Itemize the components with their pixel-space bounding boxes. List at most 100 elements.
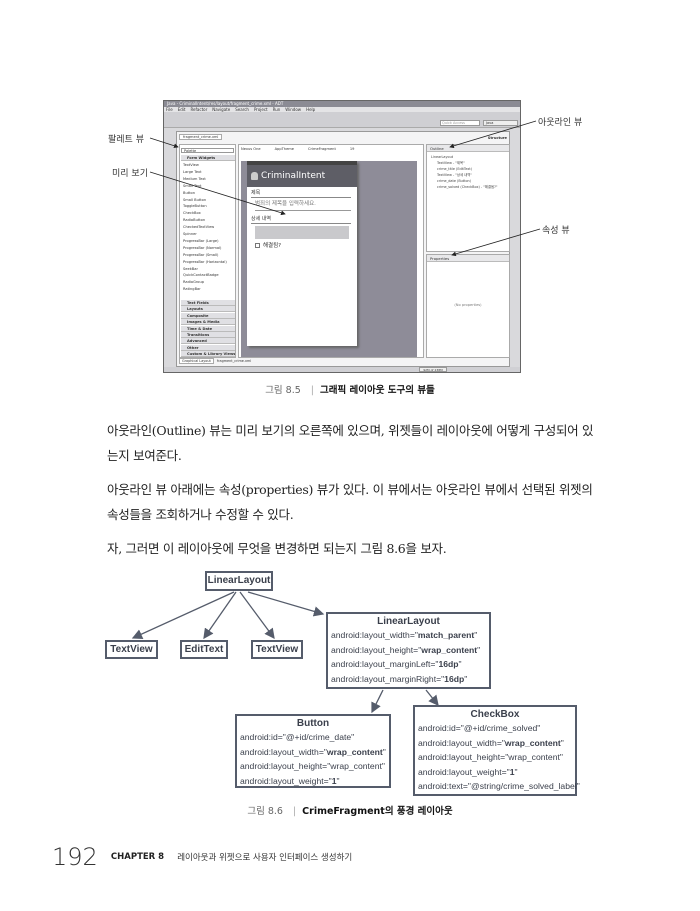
palette-category[interactable]: Images & Media (181, 319, 235, 326)
perspective-java-button[interactable]: Java (483, 120, 518, 126)
menu-window[interactable]: Window (285, 107, 302, 112)
canvas-toolbar-item[interactable]: AppTheme (274, 147, 294, 151)
date-button[interactable] (255, 226, 349, 239)
attribute-key: android:text=" (418, 781, 471, 791)
outline-item[interactable]: crime_solved (CheckBox) - "해결됨?" (437, 185, 498, 189)
palette-widget[interactable]: SeekBar (183, 266, 198, 271)
preview-canvas: Nexus One AppTheme CrimeFragment 19 Crimina… (238, 144, 424, 358)
callout-palette: 팔레트 뷰 (108, 135, 144, 145)
palette-widget[interactable]: Spinner (183, 232, 197, 236)
menu-navigate[interactable]: Navigate (212, 107, 231, 112)
attribute-key: android:layout_height=" (418, 752, 509, 762)
outline-item[interactable]: crime_date (Button) (437, 179, 472, 183)
palette-category[interactable]: Other (181, 344, 235, 351)
attribute-value: wrap_content (326, 746, 383, 757)
palette-category[interactable]: Custom & Library Views (181, 351, 235, 358)
menu-run[interactable]: Run (272, 107, 281, 112)
palette-category[interactable]: Layouts (181, 306, 235, 313)
attribute-key: android:layout_width=" (331, 630, 418, 640)
palette-category[interactable]: Advanced (181, 338, 235, 345)
palette-widget[interactable]: RadioGroup (183, 280, 205, 285)
menu-file[interactable]: File (166, 107, 173, 112)
palette-widget[interactable]: CheckBox (183, 211, 201, 216)
palette-widget[interactable]: Small Button (183, 197, 207, 202)
node-root-linearlayout: LinearLayout (205, 571, 273, 591)
outline-item[interactable]: TextView - "상세 내역" (437, 173, 472, 177)
menu-refactor[interactable]: Refactor (190, 107, 208, 112)
menu-project[interactable]: Project (253, 107, 268, 112)
palette-widget[interactable]: RatingBar (183, 287, 201, 292)
palette-selector[interactable]: Palette (181, 148, 234, 153)
attribute-value: match_parent (417, 630, 475, 640)
outline-header[interactable]: Outline (427, 145, 509, 152)
attribute-value: wrap_content (421, 644, 478, 655)
outline-item[interactable]: LinearLayout (431, 155, 454, 159)
attribute-key: android:layout_width=" (418, 737, 505, 748)
attribute-key: android:layout_width=" (240, 746, 327, 757)
attribute-line: android:layout_height="wrap_content" (240, 761, 385, 771)
canvas-toolbar: Nexus One AppTheme CrimeFragment 19 (241, 147, 368, 152)
callout-properties: 속성 뷰 (542, 226, 570, 236)
menu-edit[interactable]: Edit (177, 107, 186, 112)
attribute-key: android:id=" (418, 723, 464, 733)
callout-arrows (149, 120, 541, 257)
palette-widget[interactable]: TextView (183, 163, 199, 167)
attribute-line: android:id="@+id/crime_solved" (418, 723, 541, 733)
chapter-label: CHAPTER 8 (110, 852, 165, 862)
palette-widget[interactable]: ProgressBar (Horizontal) (183, 259, 227, 264)
phone-preview: CriminalIntent 제목 범죄의 제목을 입력하세요. 상세 내역 해… (247, 161, 357, 346)
menu-search[interactable]: Search (235, 107, 249, 112)
canvas-toolbar-item[interactable]: Nexus One (241, 147, 261, 151)
attribute-key: android:layout_weight=" (240, 775, 332, 786)
properties-header[interactable]: Properties (427, 255, 509, 262)
palette-widget[interactable]: Large Text (183, 169, 202, 174)
quick-access-input[interactable]: Quick Access (440, 120, 480, 126)
attribute-line: android:layout_width="wrap_content" (240, 746, 386, 757)
palette-category[interactable]: Text Fields (181, 300, 235, 306)
page-footer: 192 CHAPTER 8 레이아웃과 위젯으로 사용자 인터페이스 생성하기 (52, 843, 352, 871)
palette-widget[interactable]: ProgressBar (Normal) (183, 245, 222, 250)
palette-widget[interactable]: ProgressBar (Large) (183, 238, 219, 243)
palette-category[interactable]: Composite (181, 312, 235, 319)
attribute-value: @string/crime_solved_label (470, 781, 577, 791)
palette-widget[interactable]: Small Text (183, 183, 202, 188)
outline-item[interactable]: TextView - "제목" (437, 161, 465, 165)
chapter-title: 레이아웃과 위젯으로 사용자 인터페이스 생성하기 (177, 853, 353, 863)
outline-item[interactable]: crime_title (EditText) (437, 167, 473, 171)
canvas-toolbar-item[interactable]: CrimeFragment (308, 147, 336, 151)
attribute-value: wrap_content (330, 761, 382, 771)
palette-widget[interactable]: CheckedTextView (183, 225, 215, 230)
paragraph-properties: 아웃라인 뷰 아래에는 속성(properties) 뷰가 있다. 이 뷰에서는… (107, 482, 593, 522)
solved-checkbox[interactable]: 해결됨? (255, 243, 281, 250)
editor-tab[interactable]: fragment_crime.xml (179, 134, 223, 140)
palette-group-form-widgets[interactable]: Form Widgets (181, 155, 235, 161)
no-properties-text: (No properties) (454, 303, 482, 307)
palette-widget[interactable]: Medium Text (183, 176, 206, 181)
palette-widget[interactable]: QuickContactBadge (183, 273, 219, 278)
attribute-key: android:layout_marginRight=" (331, 673, 445, 684)
callout-preview: 미리 보기 (112, 169, 148, 179)
tab-graphical-layout[interactable]: Graphical Layout (179, 358, 214, 364)
action-bar: CriminalIntent (247, 165, 357, 187)
palette-widget[interactable]: ProgressBar (Small) (183, 252, 219, 257)
callout-outline: 아웃라인 뷰 (538, 118, 583, 128)
tab-xml[interactable]: fragment_crime.xml (216, 359, 252, 363)
palette-widget[interactable]: Button (183, 190, 196, 195)
palette-category[interactable]: Transitions (181, 332, 235, 338)
palette-widget[interactable]: ToggleButton (183, 204, 207, 209)
palette-widget[interactable]: RadioButton (183, 218, 206, 223)
menu-bar: File Edit Refactor Navigate Search Project Run… (164, 107, 520, 112)
attribute-key: android:layout_weight=" (418, 766, 510, 777)
attribute-line: android:layout_height="wrap_content" (331, 644, 481, 655)
attribute-line: android:layout_marginLeft="16dp" (331, 659, 462, 669)
canvas-toolbar-item[interactable]: 19 (349, 147, 355, 151)
attribute-line: android:layout_marginRight="16dp" (331, 673, 468, 684)
title-edittext[interactable]: 범죄의 제목을 입력하세요. (255, 201, 351, 211)
palette-category[interactable]: Time & Date (181, 325, 235, 332)
menu-help[interactable]: Help (306, 107, 316, 112)
